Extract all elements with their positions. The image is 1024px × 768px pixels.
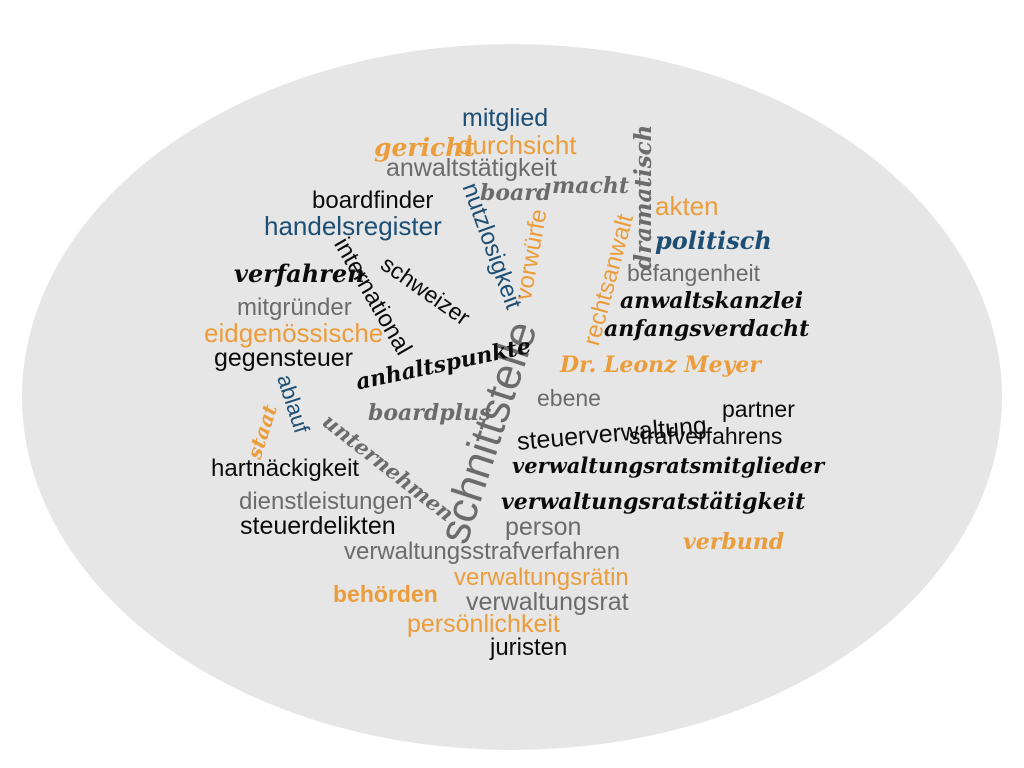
word-gegensteuer: gegensteuer [214,344,354,372]
word-person: person [505,513,582,541]
word-hartnaeckigkeit: hartnäckigkeit [211,455,360,482]
word-verfahren: verfahren [234,259,365,288]
word-steuerdelikten: steuerdelikten [240,512,396,540]
word-partner: partner [722,396,795,422]
word-dr-leonz-meyer: Dr. Leonz Meyer [560,352,761,378]
word-anfangsverdacht: anfangsverdacht [604,316,810,342]
word-akten: akten [655,191,719,221]
word-verwaltungsratsmitglieder: verwaltungsratsmitglieder [512,453,825,478]
word-durchsicht: durchsicht [458,130,577,160]
word-handelsregister: handelsregister [264,211,442,241]
word-eidgenoessische: eidgenössische [204,318,384,348]
word-mitglied: mitglied [462,104,549,132]
word-befangenheit: befangenheit [627,260,761,286]
word-verwaltungsrat: verwaltungsrat [466,588,629,616]
word-behoerden: behörden [333,581,438,607]
word-strafverfahrens: strafverfahrens [629,423,783,449]
word-gericht: gericht [374,133,476,162]
word-persoenlichkeit: persönlichkeit [407,610,560,638]
word-ebene: ebene [537,385,601,411]
oval-background [22,44,1002,750]
word-politisch: politisch [655,226,772,255]
word-verwaltungsratstaetigkeit: verwaltungsratstätigkeit [501,489,806,515]
word-macht: macht [552,173,630,199]
word-verwaltungsstrafverfahren: verwaltungsstrafverfahren [344,538,621,565]
word-mitgruender: mitgründer [237,294,352,321]
word-anwaltstaetigkeit: anwaltstätigkeit [386,154,557,182]
word-boardfinder: boardfinder [312,187,434,214]
word-verbund: verbund [683,529,785,555]
word-boardplus: boardplus [368,400,492,426]
word-juristen: juristen [490,634,568,661]
word-verwaltungsraetin: verwaltungsrätin [454,564,629,591]
word-dienstleistungen: dienstleistungen [239,488,413,515]
word-anwaltskanzlei: anwaltskanzlei [620,288,804,314]
word-dramatisch: dramatisch [630,124,657,270]
word-board: board [480,180,552,206]
